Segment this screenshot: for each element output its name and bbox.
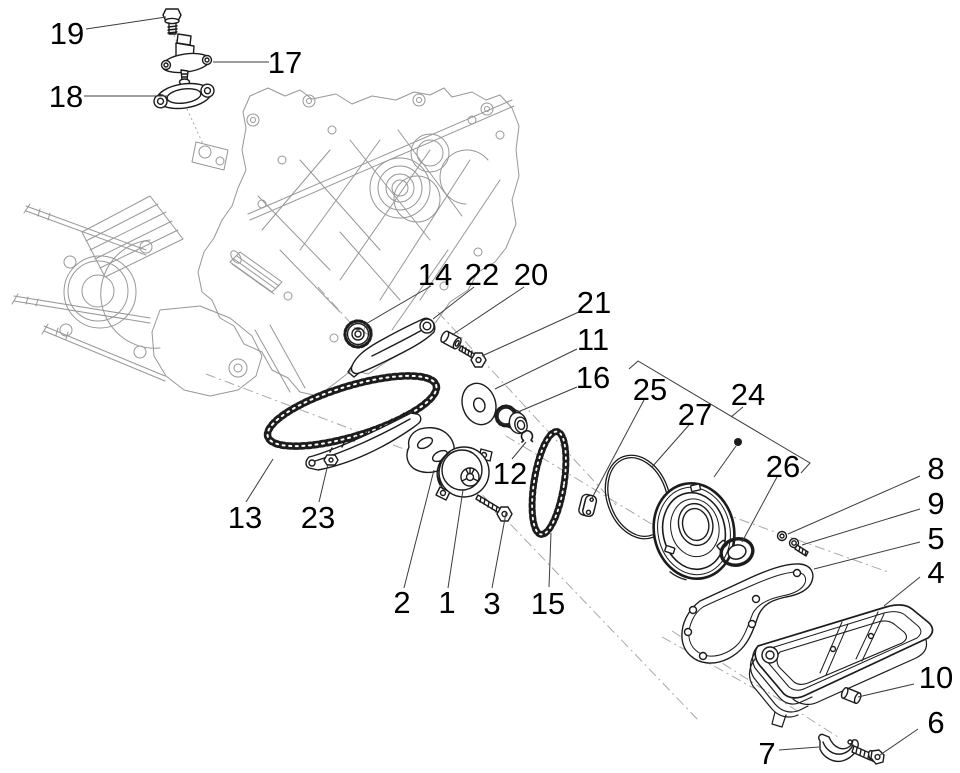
callout-24: 24	[731, 377, 765, 412]
part-chain-15	[528, 428, 570, 538]
leader-6	[879, 728, 919, 756]
part-oring-27	[604, 454, 672, 540]
leader-26	[741, 476, 778, 543]
crankcase-outline	[197, 87, 520, 397]
part-clamp-7	[818, 733, 859, 763]
leader-8	[787, 475, 921, 535]
part-sprocket-16	[494, 404, 528, 435]
callout-16: 16	[576, 360, 610, 395]
leader-lines	[84, 16, 921, 756]
exploded-parts	[153, 8, 934, 765]
leader-20	[451, 286, 525, 336]
callout-13: 13	[228, 500, 262, 535]
callout-10: 10	[919, 660, 953, 695]
callout-26: 26	[766, 449, 800, 484]
leader-3	[491, 512, 507, 589]
part-bolt-19	[162, 8, 182, 35]
part-chain-13	[263, 372, 441, 450]
part-bolt-6	[851, 745, 885, 765]
dot-24	[734, 438, 742, 446]
part-key-25	[578, 493, 598, 518]
callout-20: 20	[514, 257, 548, 292]
part-gasket-5	[681, 563, 814, 664]
leader-1	[447, 489, 464, 589]
leader-2	[403, 469, 435, 589]
part-gasket-18	[153, 82, 215, 110]
callout-12: 12	[493, 456, 527, 491]
callout-18: 18	[49, 79, 83, 114]
leader-24	[730, 406, 744, 418]
callout-21: 21	[577, 285, 611, 320]
part-pump-cover-24	[652, 482, 736, 581]
callout-15: 15	[531, 586, 565, 621]
dot-24-leader	[713, 445, 737, 478]
callout-17: 17	[268, 45, 302, 80]
part-tensioner-17	[160, 33, 213, 86]
callout-11: 11	[577, 322, 609, 357]
part-tensioner-rail-23	[305, 412, 422, 471]
callout-8: 8	[927, 451, 944, 486]
part-bolt-3	[475, 494, 513, 522]
part-seal-26	[719, 537, 755, 567]
axis-sump-clamp	[671, 630, 839, 738]
part-bolt-21	[458, 345, 487, 368]
part-pin-10	[840, 687, 862, 705]
callout-9: 9	[927, 486, 944, 521]
part-washer-11	[461, 382, 497, 426]
leader-14	[363, 285, 432, 326]
callout-5: 5	[927, 521, 944, 556]
leader-23	[318, 463, 329, 503]
axis-sprocket14	[317, 286, 357, 330]
leader-10	[857, 683, 915, 698]
leader-5	[813, 541, 921, 570]
part-chain-guide-22	[347, 317, 436, 378]
leader-13	[245, 458, 274, 503]
leader-12	[511, 441, 527, 460]
leader-16	[517, 386, 578, 413]
axis-cover-bolt	[701, 505, 889, 573]
leader-27	[651, 424, 690, 468]
axis-guide-washer	[437, 311, 617, 506]
callout-7: 7	[758, 736, 775, 771]
part-circlip-12	[520, 429, 534, 443]
part-screw-9	[788, 537, 809, 557]
leader-7	[778, 746, 820, 751]
axis-key-oring	[505, 435, 689, 547]
leader-25	[591, 399, 645, 499]
bracket-24	[628, 360, 811, 474]
part-spacer-20	[440, 330, 462, 350]
leader-9	[801, 508, 921, 546]
callout-3: 3	[483, 586, 500, 621]
callout-6: 6	[927, 705, 944, 740]
leader-22	[432, 286, 475, 320]
callout-27: 27	[678, 397, 712, 432]
leader-21	[481, 310, 582, 357]
callout-22: 22	[465, 257, 499, 292]
leader-11	[494, 348, 578, 390]
leader-4	[883, 576, 921, 607]
axis-lines	[173, 34, 889, 738]
engine-crankcase	[11, 87, 520, 397]
callout-25: 25	[633, 372, 667, 407]
part-oil-pump-1	[435, 446, 493, 501]
axis-gasket18	[186, 108, 204, 145]
callout-23: 23	[301, 500, 335, 535]
part-oil-sump-4	[748, 604, 934, 728]
callout-19: 19	[50, 16, 84, 51]
leader-15	[548, 532, 552, 588]
callout-1: 1	[438, 585, 455, 620]
callout-labels: 19 17 18 14 22 20 21 11 16 25 27 24 26 1…	[49, 16, 953, 771]
callout-2: 2	[393, 585, 410, 620]
part-washer-8	[776, 530, 788, 542]
callout-4: 4	[927, 555, 944, 590]
callout-14: 14	[418, 257, 452, 292]
leader-19	[85, 16, 167, 30]
part-sprocket-14	[343, 319, 373, 349]
